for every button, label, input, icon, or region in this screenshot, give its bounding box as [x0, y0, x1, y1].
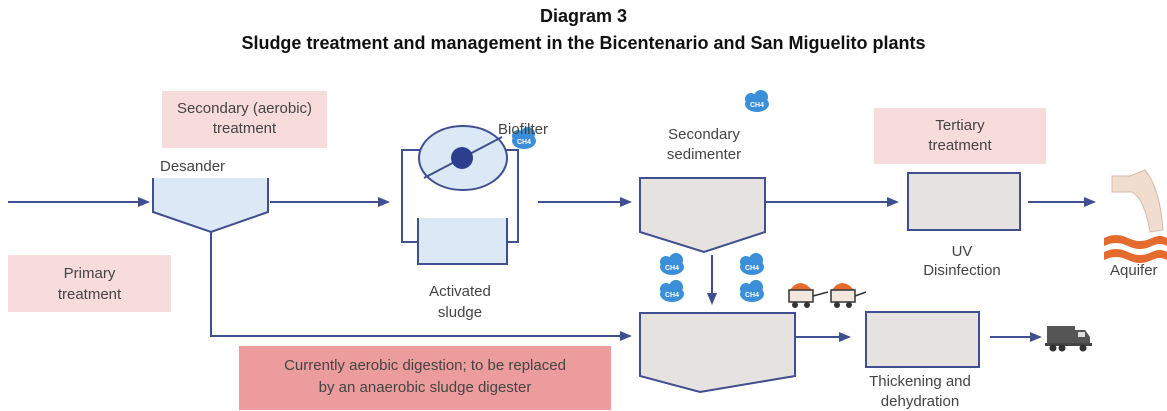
secondary-treatment-label-2: treatment: [212, 120, 277, 137]
digestion-note-label: Currently aerobic digestion; to be repla…: [284, 357, 566, 374]
water-wave-1: [1104, 235, 1167, 249]
ch4-label-biofilter: CH4: [517, 139, 531, 146]
secondary-sedimenter-label: Secondary: [668, 126, 740, 143]
thickening-label-2: dehydration: [880, 393, 960, 410]
ch4-clouds: [512, 90, 769, 302]
aquifer-label: Aquifer: [1110, 262, 1158, 279]
uv-label: UV: [951, 243, 973, 260]
thickening-unit: [865, 311, 980, 368]
ch4-label-mid-3: CH4: [665, 292, 679, 299]
tertiary-treatment-label: Tertiary: [935, 117, 985, 134]
ch4-icon-biofilter: [512, 127, 536, 149]
digestion-note-label-2: by an anaerobic sludge digester: [318, 379, 532, 396]
biofilter-label: Biofilter: [497, 121, 549, 138]
sludge-digester-tank: [639, 312, 796, 394]
secondary-treatment-label: Secondary (aerobic): [176, 100, 313, 117]
biofilter-center: [451, 147, 473, 169]
desander-to-digester-arrow: [210, 232, 632, 341]
secondary-treatment-box: [162, 91, 327, 148]
thickening-label: Thickening and: [869, 373, 971, 390]
biofilter-loop-left: [401, 149, 420, 243]
diagram-number: Diagram 3: [539, 6, 628, 26]
biofilter-loop-right: [505, 149, 519, 243]
digestion-note-box: [239, 346, 611, 410]
uv-disinfection-unit: [907, 172, 1021, 231]
sludge-cart-1: [788, 283, 829, 308]
primary-treatment-box: [8, 255, 171, 312]
activated-sludge-label: Activated: [429, 283, 491, 300]
ch4-icon-mid-1: [660, 253, 684, 275]
ch4-icon-top: [745, 90, 769, 112]
primary-treatment-label: Primary: [63, 265, 116, 282]
diagram-title: Sludge treatment and management in the B…: [241, 33, 926, 53]
ch4-icon-mid-4: [740, 280, 764, 302]
activated-sludge-label-2: sludge: [437, 304, 483, 321]
ch4-label-mid-4: CH4: [745, 292, 759, 299]
water-wave-2: [1104, 249, 1167, 263]
ch4-icon-mid-3: [660, 280, 684, 302]
activated-sludge-tank: [417, 218, 508, 265]
ch4-icon-mid-2: [740, 253, 764, 275]
secondary-sedimenter-label-2: sedimenter: [666, 146, 742, 163]
tertiary-treatment-box: [874, 108, 1046, 164]
ch4-label-top: CH4: [750, 102, 764, 109]
desander-tank: [152, 178, 269, 234]
truck-icon: [1045, 326, 1092, 352]
tertiary-treatment-label-2: treatment: [928, 137, 992, 154]
uv-label-2: Disinfection: [923, 262, 1001, 279]
desander-label: Desander: [160, 158, 226, 175]
primary-treatment-label-2: treatment: [57, 286, 122, 303]
ch4-label-mid-1: CH4: [665, 265, 679, 272]
sludge-cart-2: [830, 283, 867, 308]
secondary-sedimenter-tank: [639, 177, 766, 254]
ch4-label-mid-2: CH4: [745, 265, 759, 272]
outfall-pipe: [1111, 169, 1164, 233]
